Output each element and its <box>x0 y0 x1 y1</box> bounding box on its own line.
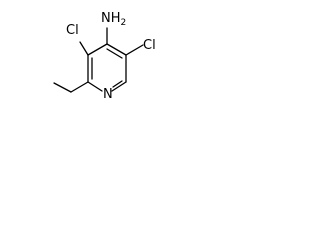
chemical-structure-diagram: NH2 Cl Cl N <box>53 11 156 102</box>
ring-nitrogen-label: N <box>103 87 113 102</box>
amine-symbol: NH <box>101 11 121 26</box>
bond-c5-c4 <box>106 43 127 56</box>
chlorine-3-label: Cl <box>66 23 79 38</box>
bond-n1-c6 <box>111 81 127 92</box>
bond-c5-cl <box>125 44 144 56</box>
bond-n1-c6-inner <box>112 80 123 88</box>
chlorine-5-label: Cl <box>143 38 156 53</box>
amine-label: NH2 <box>101 11 126 28</box>
amine-subscript: 2 <box>121 18 127 28</box>
bond-c2-o <box>70 81 89 93</box>
bond-o-methyl <box>53 82 72 93</box>
bond-c3-cl <box>79 41 89 56</box>
bond-c5-c4-inner <box>106 48 123 59</box>
bond-c2-n1 <box>87 81 103 92</box>
bond-c4-c3 <box>87 43 108 56</box>
